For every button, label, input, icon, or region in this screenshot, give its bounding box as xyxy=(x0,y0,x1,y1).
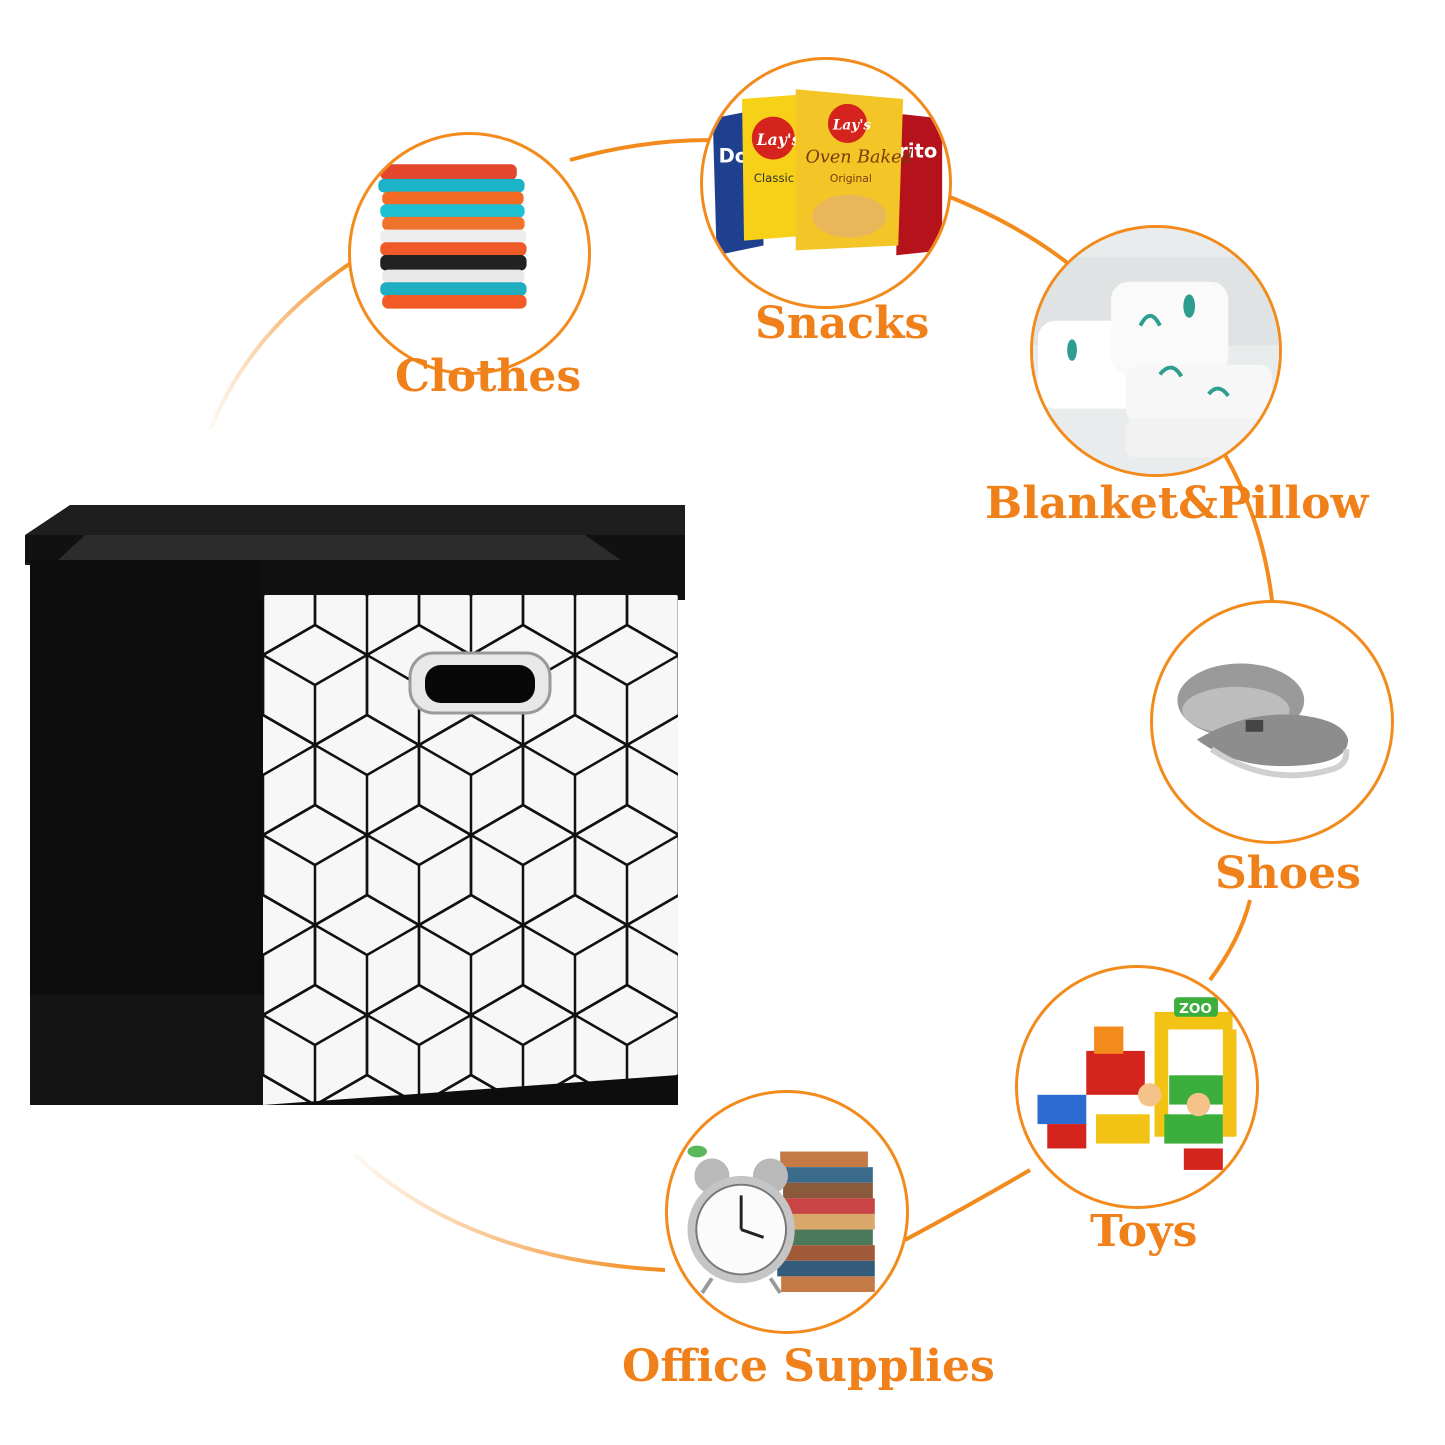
cube-pattern-edge xyxy=(626,923,678,956)
clothes-bubble xyxy=(348,132,591,375)
cube-pattern-edge xyxy=(263,743,316,777)
cube-pattern-edge xyxy=(679,1015,690,1045)
office-supplies-bubble xyxy=(665,1090,909,1334)
category-label-office-supplies: Office Supplies xyxy=(622,1341,995,1392)
toy-zoo-blocks-icon: ZOO xyxy=(1037,997,1237,1170)
folded-clothes-icon xyxy=(378,164,527,309)
cube-pattern-edge xyxy=(679,655,690,685)
category-label-snacks: Snacks xyxy=(755,298,930,349)
cube-pattern-edge xyxy=(315,1103,419,1105)
svg-text:Lay's: Lay's xyxy=(756,130,801,149)
shoes-bubble xyxy=(1150,600,1394,844)
svg-text:Classic: Classic xyxy=(754,171,794,185)
storage-bin xyxy=(25,505,690,1119)
blanket-pillow-bubble xyxy=(1030,225,1282,477)
cube-pattern-edge xyxy=(419,1103,523,1105)
cube-pattern-edge xyxy=(626,743,678,776)
chip-bags-icon: Do rito Lay's Classic Lay's Oven Baked O… xyxy=(712,89,943,256)
cube-pattern-hex xyxy=(677,834,678,896)
cube-pattern-hex xyxy=(677,1014,678,1076)
svg-text:rito: rito xyxy=(898,140,937,163)
cube-pattern-edge xyxy=(679,835,690,865)
category-label-toys: Toys xyxy=(1090,1206,1198,1257)
cube-pattern-edge xyxy=(523,1103,627,1105)
pillows-icon xyxy=(1033,228,1279,474)
category-label-blanket-pillow: Blanket&Pillow xyxy=(985,478,1369,529)
cube-pattern-hex xyxy=(677,654,678,716)
svg-text:Do: Do xyxy=(719,145,749,168)
cube-pattern-edge xyxy=(627,1103,630,1105)
category-label-clothes: Clothes xyxy=(395,351,582,402)
svg-text:Oven Baked: Oven Baked xyxy=(806,148,913,168)
svg-text:ZOO: ZOO xyxy=(1179,1001,1212,1017)
category-label-shoes: Shoes xyxy=(1215,848,1361,899)
toys-bubble: ZOO xyxy=(1015,965,1259,1209)
slippers-icon xyxy=(1177,663,1350,779)
cube-pattern-edge xyxy=(107,1105,211,1115)
alarm-clock-books-icon xyxy=(687,1145,875,1295)
cube-pattern-edge xyxy=(263,923,316,957)
storage-cube-bin-icon xyxy=(25,505,690,1115)
snacks-bubble: Do rito Lay's Classic Lay's Oven Baked O… xyxy=(700,57,952,309)
svg-text:Original: Original xyxy=(830,172,872,185)
svg-text:Lay's: Lay's xyxy=(832,117,872,133)
cube-pattern-edge xyxy=(312,1103,315,1105)
